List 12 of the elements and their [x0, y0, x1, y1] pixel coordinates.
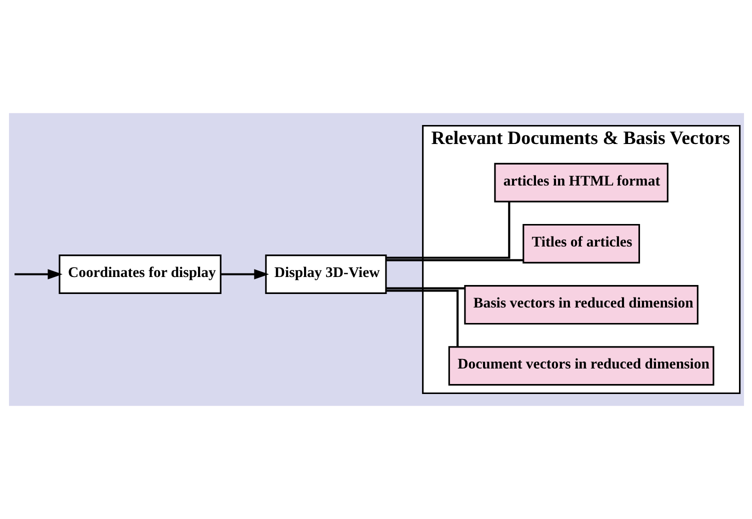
node-box: Display 3D-View — [264, 254, 386, 294]
connector — [386, 287, 464, 290]
arrow — [220, 269, 268, 280]
connector — [386, 290, 458, 347]
connector — [386, 202, 510, 259]
node-box: articles in HTML format — [494, 162, 668, 202]
connector — [386, 259, 523, 262]
node-box: Basis vectors in reduced dimension — [464, 285, 698, 325]
node-box: Titles of articles — [522, 224, 640, 264]
arrow — [14, 269, 62, 280]
node-box: Coordinates for display — [58, 254, 221, 294]
node-box: Document vectors in reduced dimension — [448, 346, 714, 386]
